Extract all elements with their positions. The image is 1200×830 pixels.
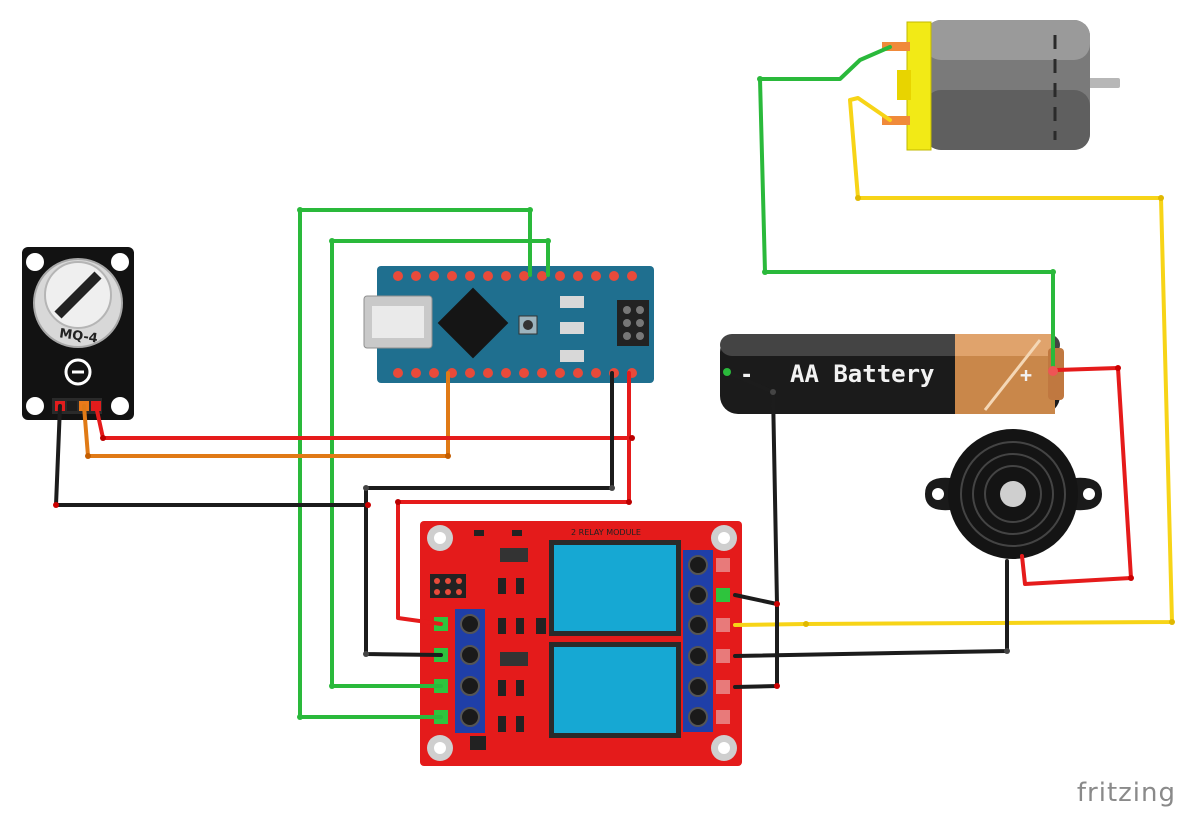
output-terminal-block [683,550,713,732]
aa-battery: - AA Battery + [720,334,1064,414]
motor-terminal [882,116,910,125]
gas-sensor-module: MQ-4 [22,247,134,420]
top-pin-header [393,271,637,281]
fritzing-watermark: fritzing [1076,778,1176,808]
motor-terminal [882,42,910,51]
wire-red-vcc [94,404,634,440]
potentiometer-icon [64,358,92,386]
motor-shaft [1085,78,1120,88]
mcu-chip [437,287,509,359]
dc-motor [882,20,1120,151]
battery-label: AA Battery [790,360,935,388]
sensor-label: MQ-4 [58,326,98,346]
icsp-header [617,300,649,346]
wire-yellow-motor [733,96,1174,627]
wire-joints [53,76,1175,720]
relay-module: 2 RELAY MODULE [420,521,742,766]
relay-title: 2 RELAY MODULE [571,528,641,537]
arduino-nano [363,266,654,383]
piezo-buzzer [925,429,1102,559]
battery-plus-label: + [1020,363,1032,387]
wire-black-battery [725,370,779,606]
wire-orange-signal [82,371,450,458]
pin-gnd [67,401,77,411]
